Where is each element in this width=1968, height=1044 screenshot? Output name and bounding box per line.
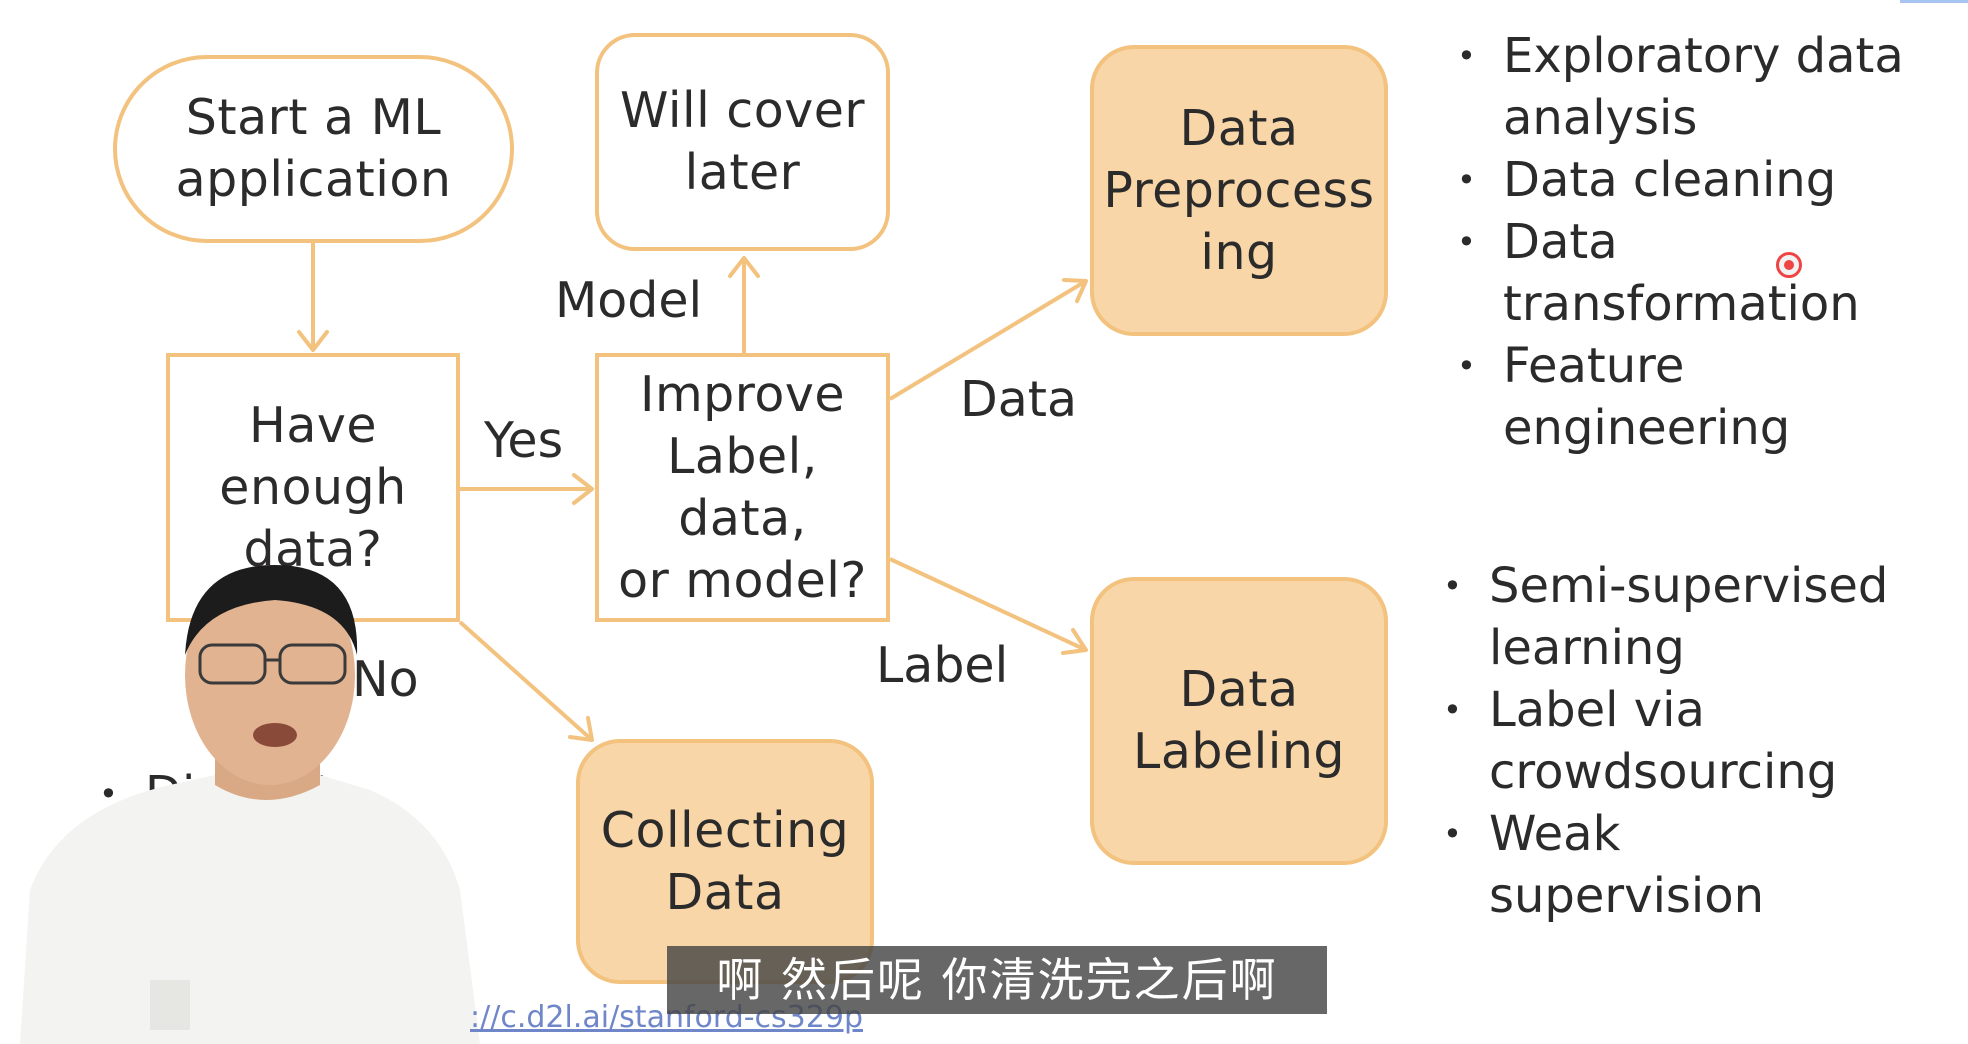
bullet-data-cleaning: Data cleaning: [1453, 149, 1933, 211]
labeling-bullet-list: Semi-supervised learning Label via crowd…: [1439, 555, 1939, 927]
edge-label-model: Model: [555, 272, 703, 329]
edge-label-no: No: [352, 651, 419, 708]
top-right-progress-mark: [1900, 0, 1968, 3]
presenter-glasses-right: [278, 643, 347, 685]
arrow-no: [458, 620, 594, 742]
arrowhead-data: [1062, 278, 1088, 303]
presenter-hair: [185, 565, 358, 655]
presenter-video-overlay: [20, 565, 480, 1044]
arrow-label: [889, 557, 1087, 652]
arrowhead-model: [728, 256, 760, 278]
arrowhead-label: [1061, 628, 1088, 655]
presenter-glasses-left: [198, 643, 267, 685]
will-cover-later-node: Will cover later: [595, 33, 890, 251]
edge-label-label: Label: [876, 637, 1009, 694]
start-node: Start a ML application: [113, 55, 514, 243]
bullet-weak-supervision: Weak supervision: [1439, 803, 1939, 927]
edge-label-data: Data: [960, 371, 1077, 428]
bullet-label-via-crowdsourcing: Label via crowdsourcing: [1439, 679, 1939, 803]
presenter-shirt: [20, 775, 480, 1044]
presenter-face: [185, 565, 355, 785]
arrow-data: [888, 279, 1088, 401]
arrowhead-no: [568, 716, 594, 742]
presenter-shirt-print: [150, 980, 190, 1030]
arrowhead-start-to-decision: [297, 330, 329, 352]
data-labeling-node: Data Labeling: [1090, 577, 1388, 865]
improve-node: Improve Label, data, or model?: [595, 353, 890, 622]
bullet-semi-supervised-learning: Semi-supervised learning: [1439, 555, 1939, 679]
bullet-feature-engineering: Feature engineering: [1453, 335, 1933, 459]
video-subtitle: 啊 然后呢 你清洗完之后啊: [667, 946, 1327, 1014]
arrowhead-yes: [572, 473, 594, 505]
presenter-mouth: [253, 723, 297, 747]
collecting-data-node: Collecting Data: [576, 739, 874, 984]
cursor-record-indicator-icon: [1776, 252, 1802, 278]
bullet-data-transformation: Data transformation: [1453, 211, 1933, 335]
bullet-exploratory-data-analysis: Exploratory data analysis: [1453, 25, 1933, 149]
preprocessing-bullet-list: Exploratory data analysis Data cleaning …: [1453, 25, 1933, 459]
edge-label-yes: Yes: [484, 412, 564, 469]
data-preprocessing-node: Data Preprocess ing: [1090, 45, 1388, 336]
